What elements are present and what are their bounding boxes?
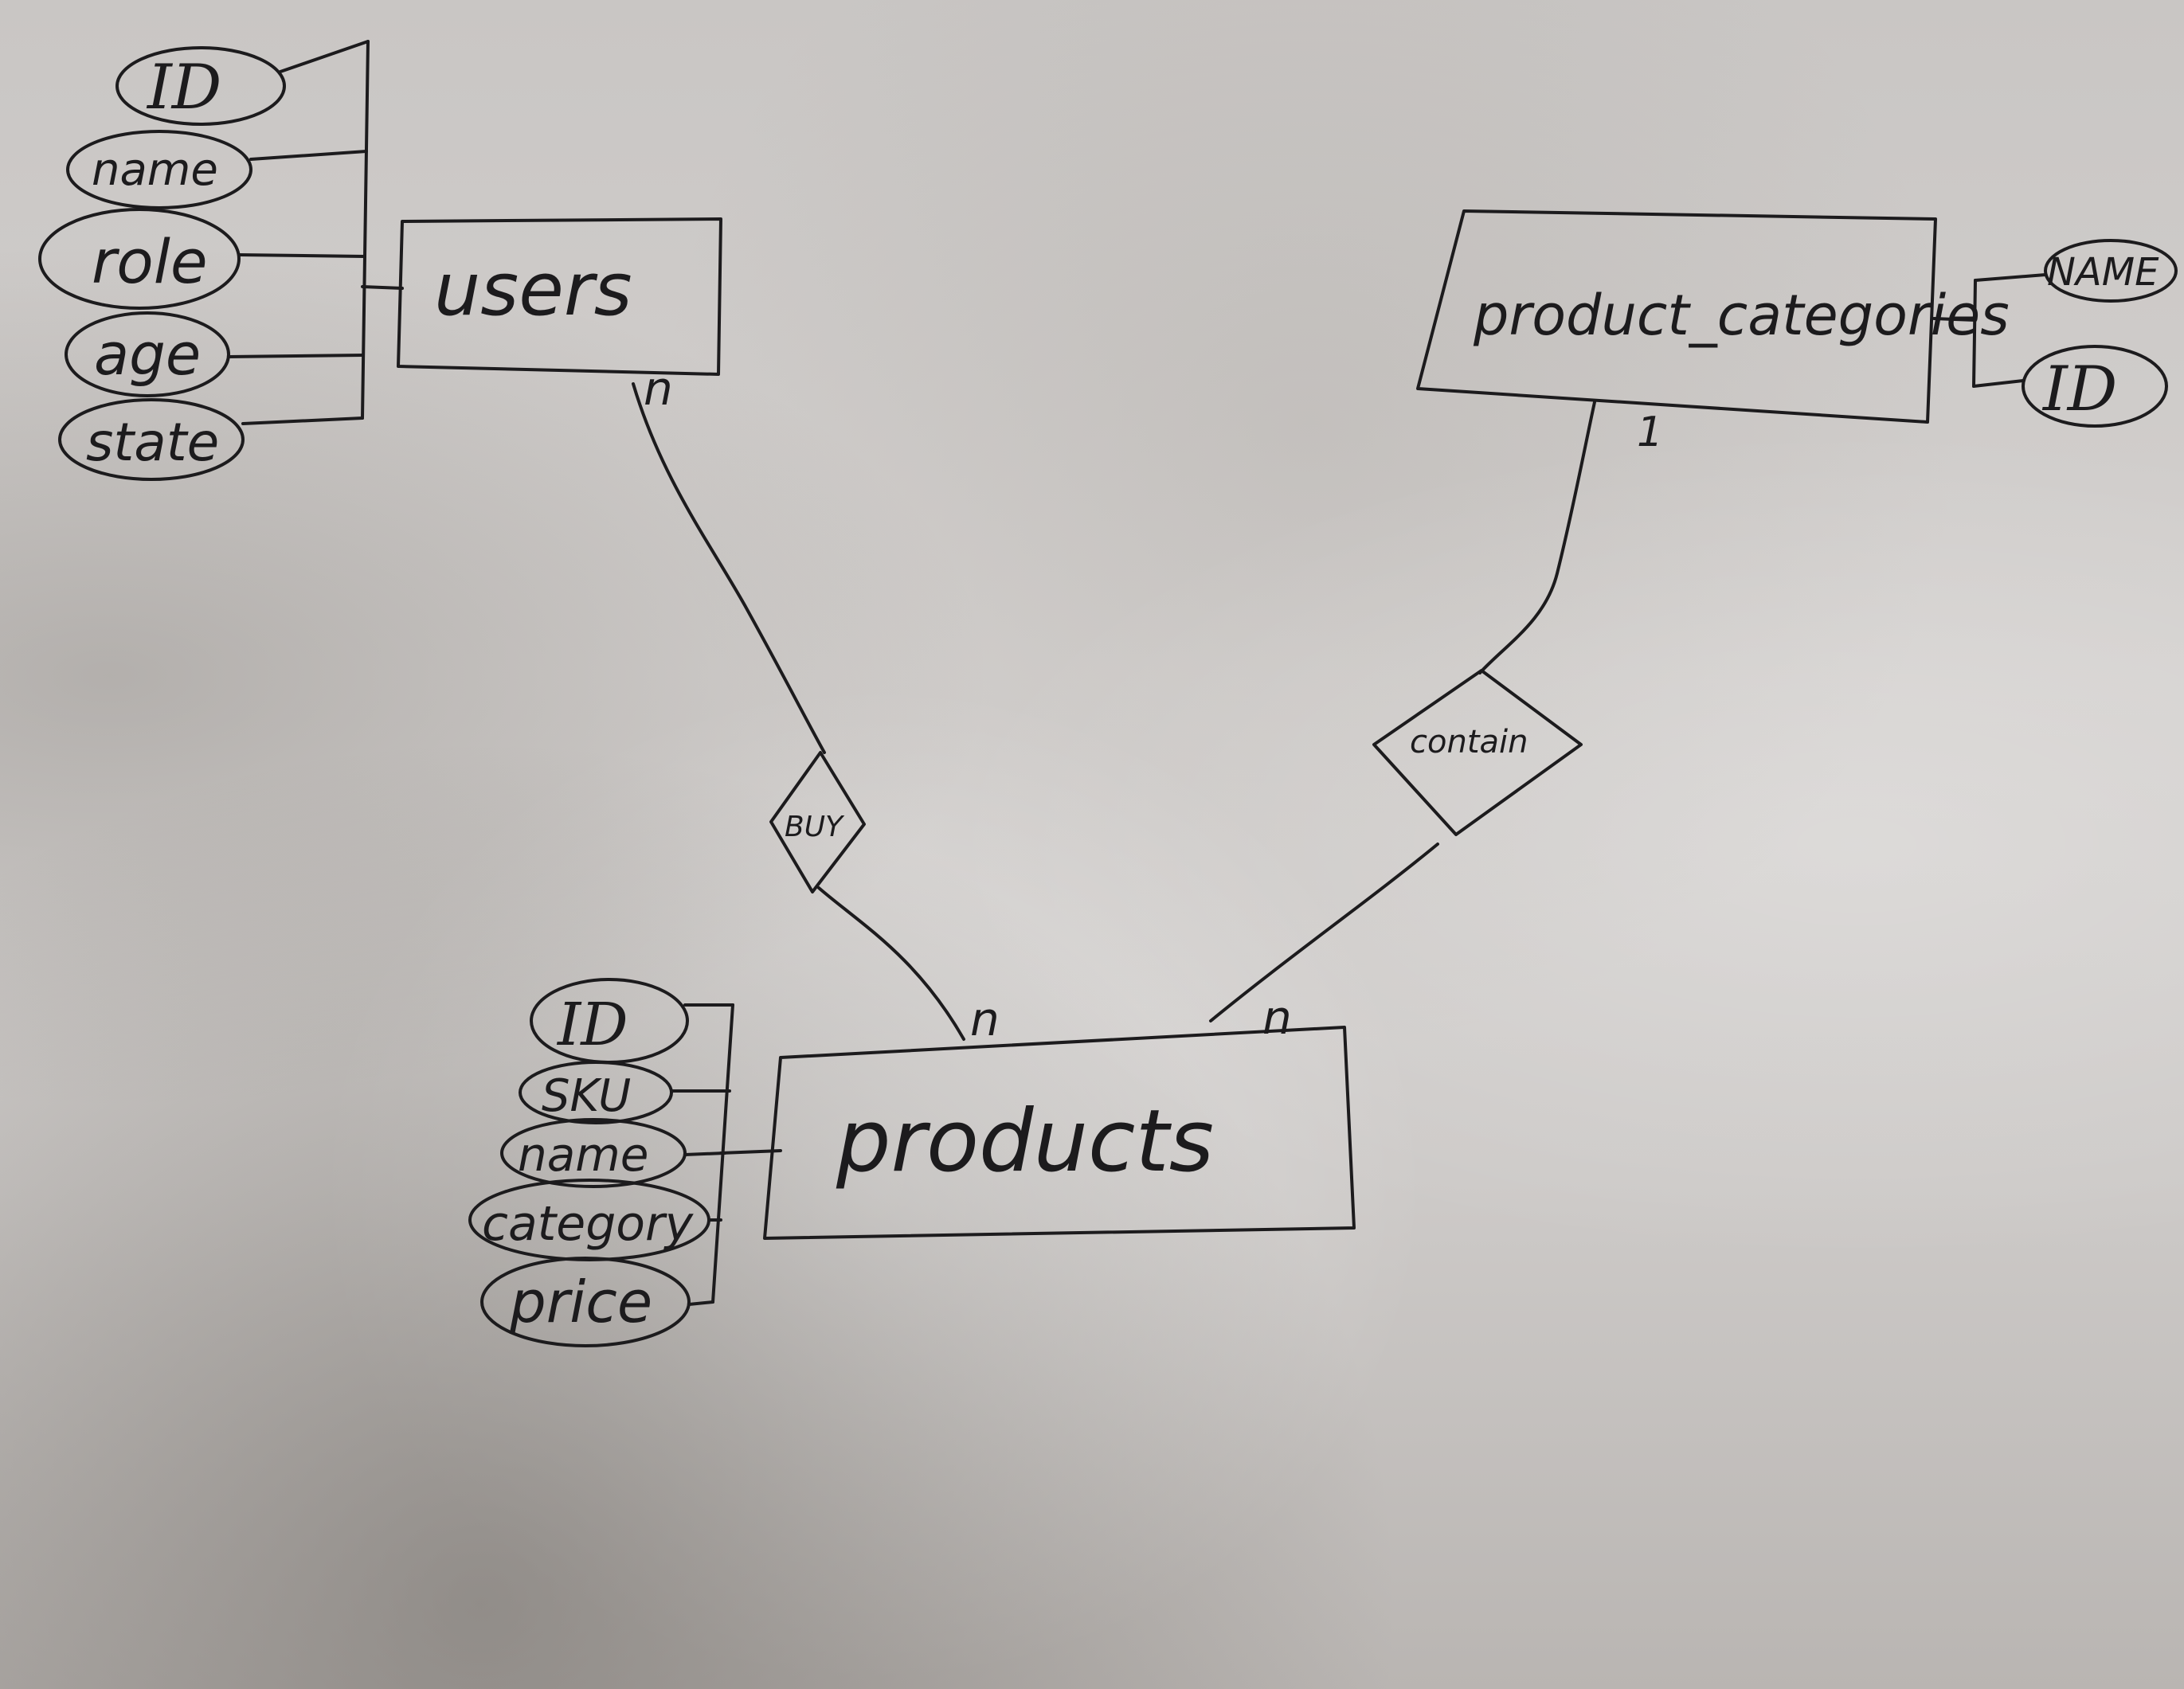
buy-relationship-label: BUY (785, 811, 845, 843)
contain-categories-cardinality: 1 (1637, 409, 1663, 456)
svg-text:role: role (92, 226, 208, 297)
products-attr-sku: SKU (519, 1061, 731, 1124)
buy-line-products (817, 886, 965, 1041)
buy-products-cardinality: n (970, 992, 1000, 1046)
users-bus-connector (361, 285, 404, 290)
contain-relationship-diamond (1372, 669, 1583, 836)
contain-products-cardinality: n (1262, 991, 1292, 1045)
product-categories-attr-name: NAME (1974, 239, 2178, 303)
products-entity: products (763, 1026, 1356, 1240)
users-attr-role: role (38, 208, 366, 310)
users-attribute-bus (361, 40, 370, 420)
product-categories-entity: product_categories (1416, 209, 2010, 424)
buy-relationship-diamond (769, 751, 866, 893)
users-entity: users (397, 217, 722, 376)
svg-text:ID: ID (556, 991, 628, 1059)
product-categories-attr-id: ID (1972, 345, 2168, 428)
svg-text:name: name (518, 1128, 648, 1182)
svg-text:name: name (92, 144, 218, 196)
users-attr-id: ID (115, 40, 370, 126)
contain-line-products (1209, 843, 1439, 1022)
products-entity-box (763, 1026, 1356, 1240)
svg-text:ID: ID (146, 52, 221, 123)
product-categories-entity-box (1416, 209, 1937, 424)
contain-line-categories (1478, 401, 1596, 674)
svg-text:age: age (94, 321, 201, 388)
products-entity-label: products (836, 1092, 1214, 1191)
users-attr-age: age (65, 311, 365, 397)
users-attr-state: state (58, 398, 364, 481)
users-attr-name: name (66, 130, 368, 209)
users-entity-label: users (434, 247, 632, 332)
buy-users-cardinality: n (644, 362, 673, 416)
buy-relationship: BUY (769, 751, 866, 893)
svg-text:state: state (86, 412, 219, 473)
svg-text:ID: ID (2041, 354, 2117, 425)
contain-relationship: contain (1372, 669, 1583, 836)
products-attr-name: name (500, 1118, 726, 1188)
products-attr-price: price (480, 1257, 714, 1347)
svg-text:NAME: NAME (2047, 250, 2159, 295)
buy-line-users (632, 382, 826, 754)
svg-text:category: category (482, 1196, 695, 1252)
users-entity-box (397, 217, 722, 376)
svg-text:price: price (509, 1269, 652, 1335)
product-categories-bus-connector (1932, 317, 1977, 322)
svg-text:SKU: SKU (542, 1070, 631, 1122)
product-categories-entity-label: product_categories (1473, 283, 2010, 348)
products-attr-category: category (468, 1179, 722, 1261)
contain-relationship-label: contain (1410, 724, 1528, 760)
product-categories-attribute-bus (1972, 279, 1977, 388)
products-bus-connector (719, 1149, 782, 1155)
products-attr-id: ID (530, 978, 734, 1064)
